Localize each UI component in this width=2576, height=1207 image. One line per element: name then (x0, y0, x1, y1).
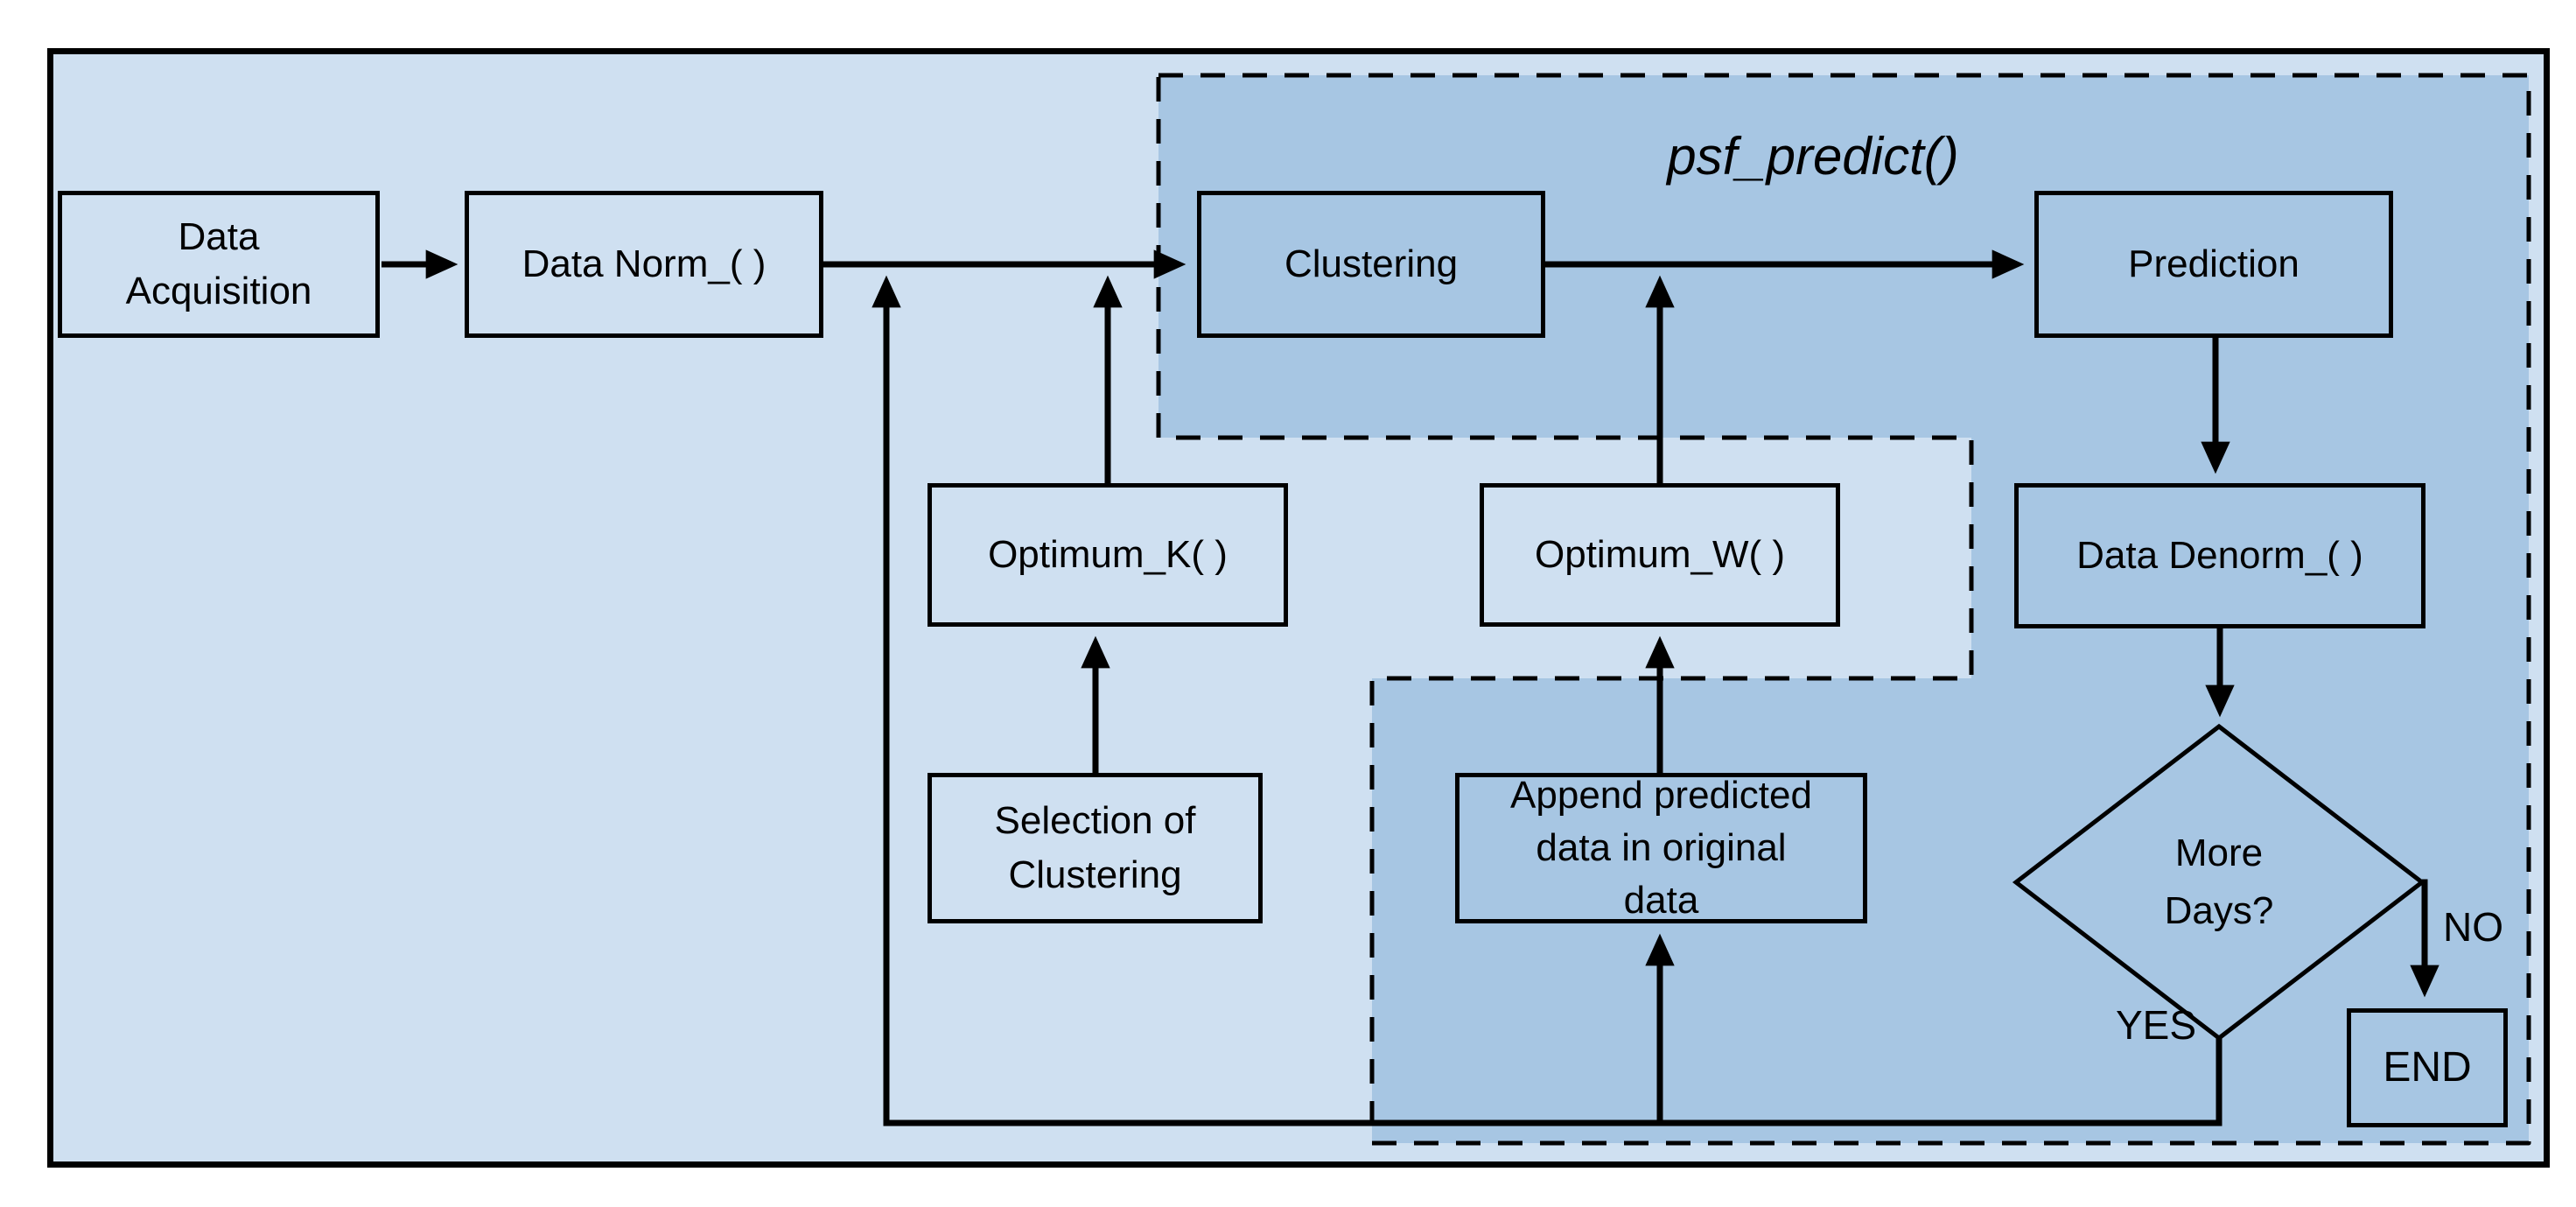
node-label: Optimum_K( ) (988, 533, 1228, 576)
node-label: data in original (1536, 826, 1787, 869)
yes-edge-label: YES (2115, 1002, 2196, 1048)
node-label: Append predicted (1510, 774, 1812, 817)
node-data-norm: Data Norm_( ) (465, 191, 823, 338)
node-label: Acquisition (125, 270, 312, 312)
node-label: Clustering (1008, 853, 1182, 896)
node-optimum-w: Optimum_W( ) (1480, 483, 1840, 627)
psf-predict-title: psf_predict() (1667, 126, 1959, 186)
node-label: data (1623, 879, 1699, 922)
node-label: Days? (2164, 889, 2274, 932)
node-optimum-k: Optimum_K( ) (928, 483, 1288, 627)
node-selection-of-clustering: Selection of Clustering (928, 773, 1263, 923)
edge-no-to-end (2410, 879, 2440, 998)
edge-yes-feedback (872, 275, 2222, 1126)
node-label: More (2174, 832, 2264, 874)
node-label: Selection of (994, 799, 1196, 842)
node-label: Data Norm_( ) (522, 242, 766, 285)
node-append-predicted-data: Append predicted data in original data (1455, 773, 1867, 923)
node-end: END (2347, 1008, 2508, 1127)
node-label: Optimum_W( ) (1535, 533, 1785, 576)
node-label: Data Denorm_( ) (2076, 534, 2363, 577)
node-label: Clustering (1284, 242, 1459, 285)
node-label: Data (178, 215, 260, 258)
node-label: END (2383, 1044, 2472, 1091)
node-prediction: Prediction (2034, 191, 2393, 338)
node-data-acquisition: Data Acquisition (58, 191, 380, 338)
node-data-denorm: Data Denorm_( ) (2014, 483, 2426, 628)
node-label: Prediction (2128, 242, 2300, 285)
more-days-label: More Days? (2100, 825, 2338, 940)
no-edge-label: NO (2443, 904, 2503, 950)
node-clustering: Clustering (1197, 191, 1545, 338)
